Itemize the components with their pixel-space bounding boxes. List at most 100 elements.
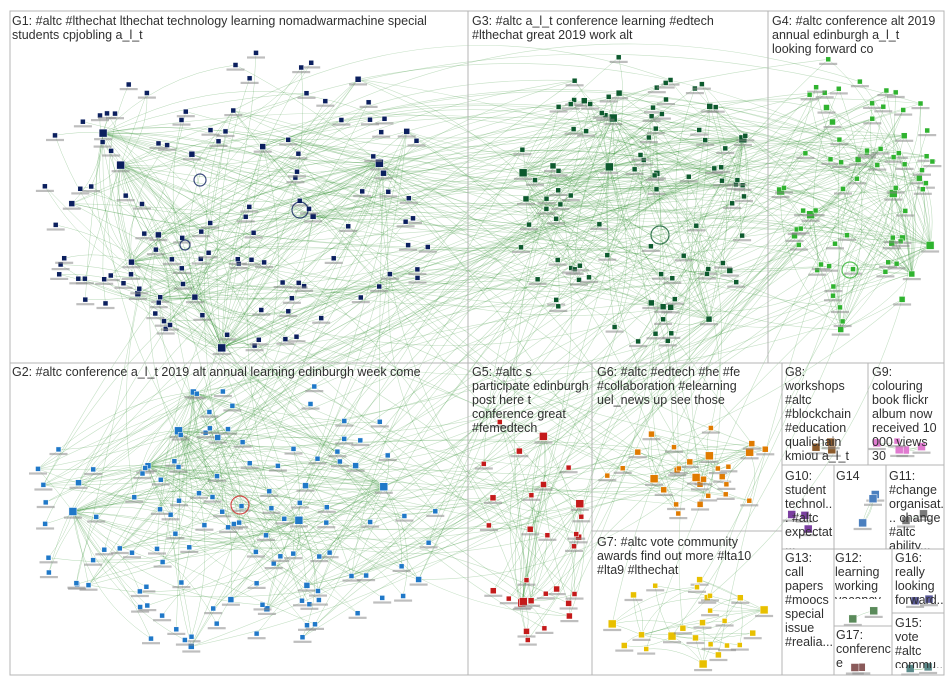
node <box>190 491 208 499</box>
node <box>36 521 54 529</box>
node-label-line <box>918 134 936 136</box>
node-label-line <box>484 502 502 504</box>
node-label-line <box>830 92 848 94</box>
node-label-line <box>895 140 913 142</box>
node-label-line <box>375 177 393 179</box>
node-avatar <box>291 446 296 451</box>
node-avatar <box>231 522 236 527</box>
node <box>142 636 160 644</box>
node-label-line <box>47 228 65 230</box>
node-label-line <box>549 264 567 266</box>
node-avatar <box>160 560 165 565</box>
node <box>184 389 202 398</box>
node-avatar <box>297 500 302 505</box>
node-avatar <box>387 272 392 277</box>
node-avatar <box>433 509 438 514</box>
node-label-line <box>379 195 397 197</box>
node-label-line <box>288 175 306 177</box>
node-label-line <box>593 117 611 119</box>
node-avatar <box>841 186 846 191</box>
node <box>394 594 412 602</box>
node <box>510 448 528 457</box>
node-avatar <box>554 216 559 221</box>
node-avatar <box>386 189 391 194</box>
node-avatar <box>516 448 522 454</box>
node-avatar <box>312 384 317 389</box>
node-label-line <box>896 214 914 216</box>
node-label-line <box>538 202 556 204</box>
node-label-line <box>248 587 266 589</box>
node-avatar <box>588 102 593 107</box>
node <box>687 635 705 644</box>
node-avatar <box>168 323 173 328</box>
node-label-line <box>865 616 883 618</box>
node-label-line <box>192 262 210 264</box>
node-label-line <box>133 208 151 210</box>
node-avatar <box>109 148 114 153</box>
node-label-line <box>82 190 100 192</box>
node-label-line <box>643 438 661 440</box>
node-label-line <box>317 526 335 528</box>
node <box>735 194 753 202</box>
node-label-line <box>514 178 532 180</box>
node-avatar <box>123 193 128 198</box>
group-label-g1: G1: #altc #lthechat lthechat technology … <box>12 14 464 42</box>
node-label-line <box>604 123 622 125</box>
node-avatar <box>231 108 236 113</box>
node-label-line <box>274 286 292 288</box>
node <box>851 79 869 87</box>
node <box>138 91 156 99</box>
node-label-line <box>352 301 370 303</box>
node-avatar <box>251 230 256 235</box>
node-label-line <box>716 152 734 154</box>
node-avatar <box>411 216 416 221</box>
node-label-line <box>637 653 655 655</box>
node <box>819 57 837 65</box>
node-label-line <box>224 114 242 116</box>
node-label-line <box>733 239 751 241</box>
node-label-line <box>398 135 416 137</box>
node-avatar <box>723 146 728 151</box>
node-avatar <box>137 589 142 594</box>
node-avatar <box>286 137 291 142</box>
node-avatar <box>199 229 204 234</box>
node-avatar <box>215 474 220 479</box>
node-avatar <box>676 466 681 471</box>
node-label-line <box>246 349 264 351</box>
node <box>571 500 589 511</box>
node-label-line <box>208 480 226 482</box>
node-label-line <box>537 212 555 214</box>
node-avatar <box>760 606 768 614</box>
node <box>204 606 222 614</box>
node <box>40 555 58 563</box>
node-avatar <box>719 474 725 480</box>
node <box>357 573 375 581</box>
node-avatar <box>129 259 135 265</box>
node-label-line <box>669 517 687 519</box>
node-label-line <box>40 561 58 563</box>
node-label-line <box>204 612 222 614</box>
node-label-line <box>570 541 588 543</box>
node <box>717 482 735 490</box>
node-avatar <box>331 256 336 261</box>
node <box>97 301 115 309</box>
node-label-line <box>681 466 699 468</box>
node-label-line <box>565 550 583 552</box>
node <box>40 570 58 578</box>
node-label-line <box>520 228 538 230</box>
node-label-line <box>551 208 569 210</box>
node-label-line <box>691 488 709 490</box>
node-avatar <box>519 169 527 177</box>
node-avatar <box>555 258 560 263</box>
group-label-g10: G10: student technol... #altc expectat..… <box>785 469 833 549</box>
node-avatar <box>137 286 142 291</box>
node-label-line <box>153 619 171 621</box>
node-avatar <box>574 532 579 537</box>
node-label-line <box>571 509 589 511</box>
node-avatar <box>253 549 258 554</box>
node-avatar <box>83 297 88 302</box>
node-avatar <box>174 627 179 632</box>
node-avatar <box>218 344 226 352</box>
node-avatar <box>903 208 908 213</box>
node-avatar <box>294 334 299 339</box>
